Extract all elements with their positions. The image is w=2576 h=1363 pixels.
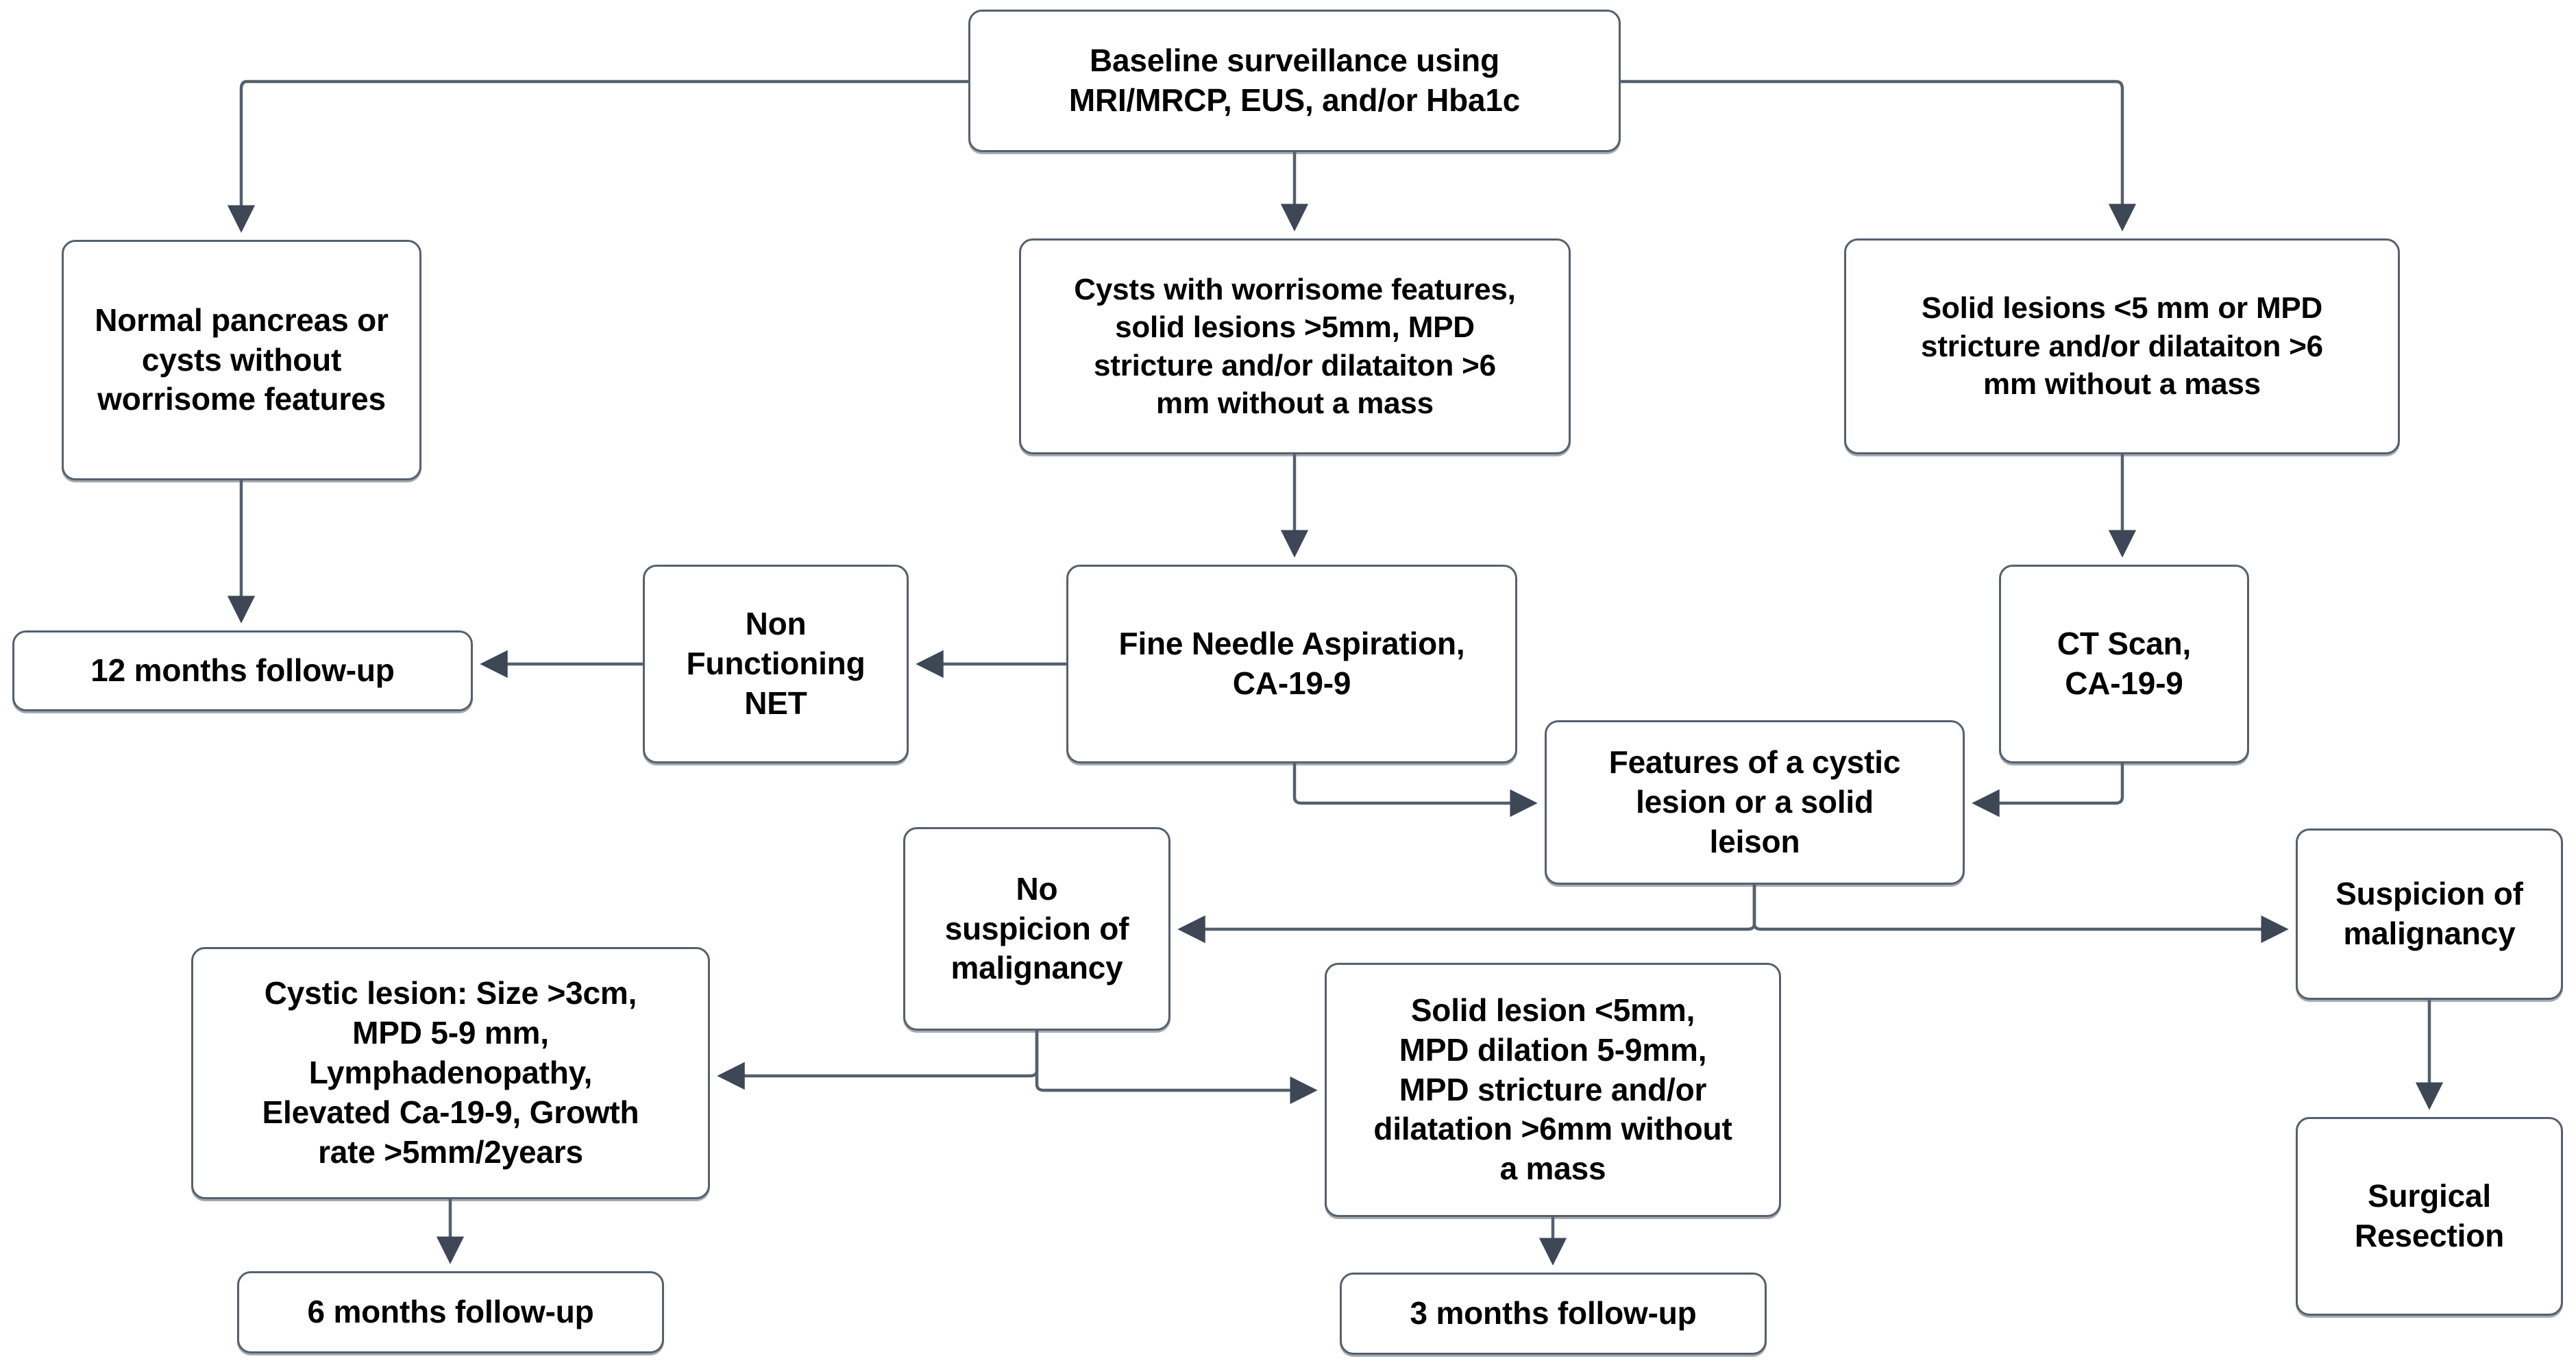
node-no-suspicion-label: No suspicion of malignancy <box>944 870 1129 986</box>
node-suspicion-label: Suspicion of malignancy <box>2335 876 2523 951</box>
node-cystic-lesion-criteria[interactable]: Cystic lesion: Size >3cm, MPD 5-9 mm, Ly… <box>191 947 710 1199</box>
node-solid-lesion-criteria-label: Solid lesion <5mm, MPD dilation 5-9mm, M… <box>1373 992 1732 1187</box>
node-no-suspicion[interactable]: No suspicion of malignancy <box>903 827 1170 1031</box>
node-solid-lesions-small[interactable]: Solid lesions <5 mm or MPD stricture and… <box>1844 238 2400 454</box>
node-suspicion[interactable]: Suspicion of malignancy <box>2296 828 2563 1000</box>
node-baseline[interactable]: Baseline surveillance using MRI/MRCP, EU… <box>968 10 1621 152</box>
node-twelve-months[interactable]: 12 months follow-up <box>12 630 473 711</box>
node-surgical-resection-label: Surgical Resection <box>2354 1178 2505 1253</box>
node-six-months-label: 6 months follow-up <box>307 1294 594 1330</box>
edge-features-to-no-suspicion <box>1177 885 1756 944</box>
edge-ct-to-features <box>1972 763 2124 818</box>
node-normal-pancreas-label: Normal pancreas or cysts without worriso… <box>95 302 389 417</box>
edge-no-suspicion-to-solid-criteria <box>1035 1031 1318 1105</box>
node-non-functioning-net[interactable]: Non Functioning NET <box>643 565 909 763</box>
node-ct-scan[interactable]: CT Scan, CA-19-9 <box>1999 565 2249 763</box>
node-cysts-worrisome-label: Cysts with worrisome features, solid les… <box>1074 272 1516 420</box>
node-cystic-lesion-criteria-label: Cystic lesion: Size >3cm, MPD 5-9 mm, Ly… <box>262 975 639 1170</box>
node-six-months[interactable]: 6 months follow-up <box>237 1271 664 1353</box>
edge-features-to-suspicion <box>1752 885 2289 944</box>
node-baseline-label: Baseline surveillance using MRI/MRCP, EU… <box>1068 42 1521 118</box>
edge-fna-to-features <box>1292 763 1538 818</box>
node-three-months[interactable]: 3 months follow-up <box>1340 1273 1767 1355</box>
node-solid-lesions-small-label: Solid lesions <5 mm or MPD stricture and… <box>1921 291 2323 402</box>
node-fine-needle-aspiration[interactable]: Fine Needle Aspiration, CA-19-9 <box>1066 565 1517 763</box>
node-twelve-months-label: 12 months follow-up <box>90 652 395 689</box>
node-features-cystic[interactable]: Features of a cystic lesion or a solid l… <box>1545 720 1965 885</box>
node-features-cystic-label: Features of a cystic lesion or a solid l… <box>1608 744 1901 859</box>
edge-no-suspicion-to-cystic-criteria <box>717 1031 1039 1090</box>
node-three-months-label: 3 months follow-up <box>1410 1295 1697 1331</box>
node-non-functioning-net-label: Non Functioning NET <box>686 606 866 721</box>
node-ct-scan-label: CT Scan, CA-19-9 <box>2057 626 2192 701</box>
edge-baseline-to-normal <box>227 79 968 233</box>
node-normal-pancreas[interactable]: Normal pancreas or cysts without worriso… <box>62 240 421 480</box>
edge-baseline-to-solid-small <box>1621 79 2137 232</box>
node-fine-needle-aspiration-label: Fine Needle Aspiration, CA-19-9 <box>1118 626 1465 701</box>
node-surgical-resection[interactable]: Surgical Resection <box>2296 1117 2563 1316</box>
node-cysts-worrisome[interactable]: Cysts with worrisome features, solid les… <box>1019 238 1571 454</box>
node-solid-lesion-criteria[interactable]: Solid lesion <5mm, MPD dilation 5-9mm, M… <box>1325 963 1781 1217</box>
